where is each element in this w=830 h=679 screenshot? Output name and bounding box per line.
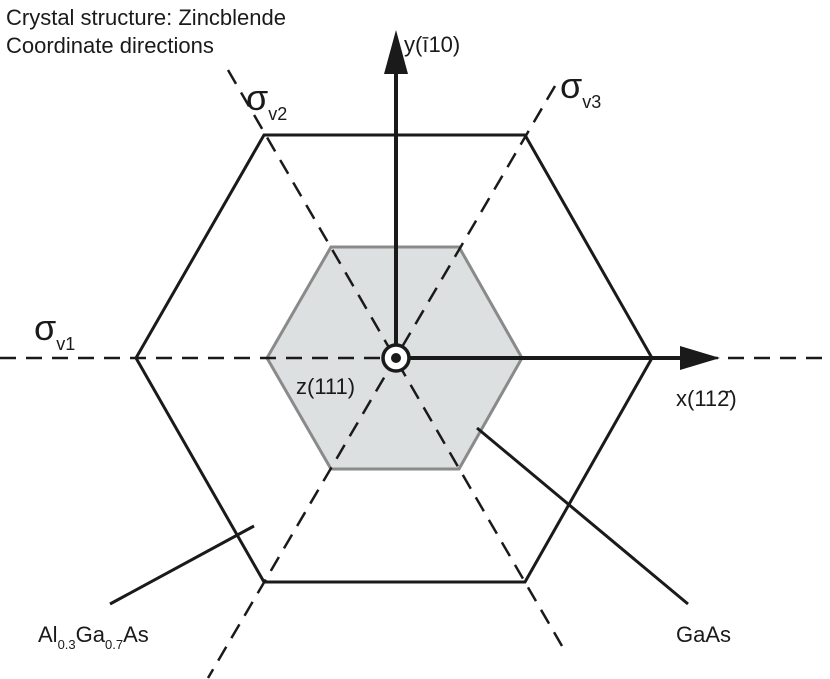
algaas-leader-line: [109, 524, 255, 606]
diagram-subtitle: Coordinate directions: [6, 33, 214, 58]
y-axis-label: y(ī10): [404, 32, 460, 57]
sigma-v3-label: σv3: [560, 65, 601, 112]
diagram-title: Crystal structure: Zincblende: [6, 5, 286, 30]
sigma-v3-plane: [206, 85, 557, 679]
gaas-label: GaAs: [676, 622, 731, 647]
z-axis-dot: [391, 353, 401, 363]
sigma-v1-label: σv1: [34, 307, 75, 354]
x-axis-arrowhead: [680, 346, 720, 370]
x-axis-label: x(112̄): [676, 386, 737, 411]
z-axis-label: z(111): [296, 374, 355, 399]
gaas-leader-line: [476, 426, 689, 606]
algaas-hexagon: [134, 133, 654, 584]
y-axis-arrowhead: [384, 30, 408, 74]
sigma-v2-plane: [226, 69, 564, 647]
algaas-label: Al0.3Ga0.7As: [38, 622, 149, 652]
sigma-v2-label: σv2: [246, 77, 287, 124]
